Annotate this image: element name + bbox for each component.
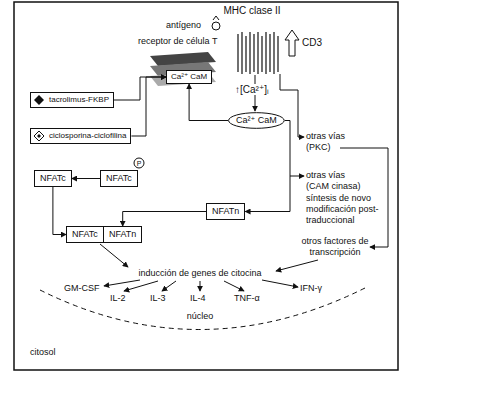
ion-label: ↑[Ca²⁺]ᵢ (234, 84, 270, 95)
region-label: núcleo (175, 311, 225, 322)
cd3-arrow (285, 30, 299, 56)
process-label: inducción de genes de citocina (120, 268, 280, 279)
pathway-label: modificación post-traduccional (306, 204, 382, 226)
phosphate-circle (134, 158, 144, 168)
tacrolimus-diamond (34, 95, 44, 105)
structure-label: receptor de célula T (138, 36, 217, 47)
phosphate-label: P (134, 158, 144, 169)
cytokine-label: IFN-γ (300, 283, 322, 294)
cytokine-label: GM-CSF (64, 283, 100, 294)
node-text: NFATn (212, 206, 239, 217)
connector (53, 187, 66, 235)
factor-box: NFATn (206, 203, 245, 220)
pathway-label: otras vías (PKC) (306, 131, 362, 153)
antigen-symbol (212, 16, 220, 30)
factor-box: NFATc (100, 170, 138, 187)
node-text: NFATn (109, 229, 136, 240)
pathway-label: síntesis de novo (306, 193, 371, 204)
nucleus-boundary (40, 288, 365, 330)
cytokine-label: IL-3 (150, 293, 166, 304)
cytokine-label: IL-4 (190, 293, 206, 304)
molecule-label: antígeno (166, 20, 201, 31)
connector (114, 77, 166, 100)
connector (72, 178, 100, 179)
factor-label: otros factores de transcripción (300, 236, 370, 258)
drug-box: tacrolimus-FKBP (30, 92, 114, 108)
drug-box: ciclosporina-ciclofilina (30, 128, 131, 144)
cytokine-label: IL-2 (110, 293, 126, 304)
calcineurin-box: Ca²⁺ CaM (166, 70, 212, 84)
cytokine-label: TNF-α (234, 293, 260, 304)
calmodulin-oval: Ca²⁺ CaM (228, 112, 285, 129)
connector (131, 77, 166, 136)
molecule-label: CD3 (302, 37, 322, 48)
t-cell-receptor (238, 32, 278, 74)
molecule-label: MHC clase II (200, 5, 304, 16)
factor-box: NFATc (34, 170, 72, 187)
node-text: NFATc (106, 173, 132, 184)
connector (245, 121, 290, 212)
factor-box: NFATc (66, 226, 104, 243)
factor-box: NFATn (103, 226, 142, 243)
pathway-wires (100, 74, 388, 291)
node-text: NFATc (40, 173, 66, 184)
node-text: tacrolimus-FKBP (49, 95, 109, 105)
node-text: NFATc (72, 229, 98, 240)
connector (189, 84, 228, 121)
node-text: Ca²⁺ CaM (236, 115, 277, 126)
cyclosporin-diamond (34, 131, 44, 141)
figure-frame (14, 2, 398, 370)
region-label: citosol (30, 347, 56, 358)
calcineurin-stack (150, 52, 216, 86)
node-text: ciclosporina-ciclofilina (49, 131, 126, 141)
connector (123, 212, 206, 227)
node-text: Ca²⁺ CaM (171, 72, 207, 82)
pathway-label: otras vías (CAM cinasa) (306, 170, 368, 192)
